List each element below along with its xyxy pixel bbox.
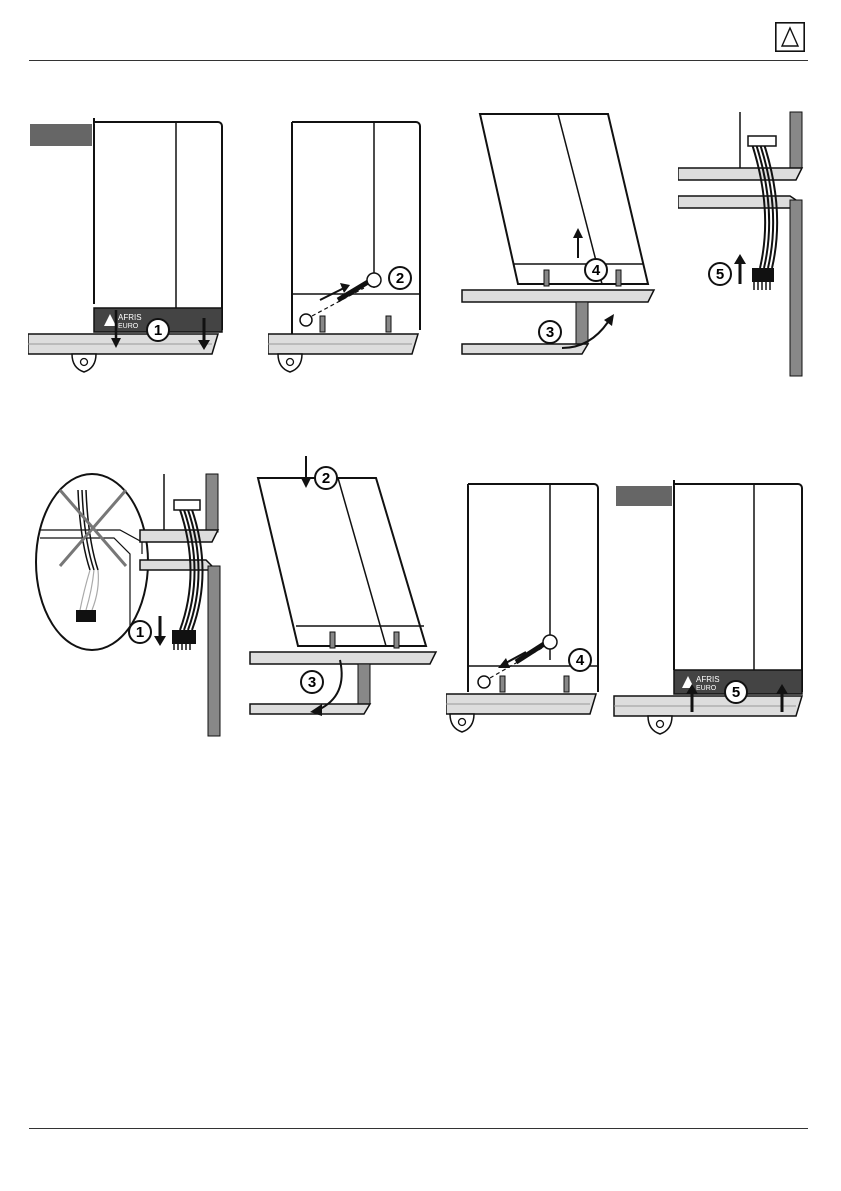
step-number-3: 3 — [546, 324, 554, 341]
figure-insert-tilt-housing: 2 3 — [246, 456, 446, 728]
header-rule — [29, 60, 808, 61]
step-number: 5 — [716, 266, 724, 283]
step-number-2: 2 — [322, 470, 330, 487]
figure-cable-plug-reconnect: 1 — [30, 470, 230, 738]
step-number: 2 — [396, 270, 404, 287]
figure-remove-cover: AFRIS EURO 1 — [28, 118, 228, 380]
screw-icon — [516, 644, 544, 662]
step-number-4: 4 — [592, 262, 601, 279]
step-number: 4 — [576, 652, 585, 669]
figure-remove-screw: 2 — [268, 118, 428, 380]
figure-tilt-lift-housing: 4 3 — [458, 108, 668, 370]
step-number: 1 — [154, 322, 162, 339]
figure-attach-cover: AFRIS EURO 5 — [612, 480, 808, 738]
brand-line-2: EURO — [696, 685, 717, 692]
brand-line-2: EURO — [118, 323, 139, 330]
step-number-3: 3 — [308, 674, 316, 691]
figure-cable-plug: 5 — [678, 108, 808, 378]
footer-rule — [29, 1128, 808, 1129]
brand-line-1: AFRIS — [118, 313, 142, 322]
afriso-logo-icon — [775, 22, 805, 52]
figure-insert-screw: 4 — [446, 480, 606, 738]
step-number: 5 — [732, 684, 740, 701]
brand-line-1: AFRIS — [696, 675, 720, 684]
step-number: 1 — [136, 624, 144, 641]
